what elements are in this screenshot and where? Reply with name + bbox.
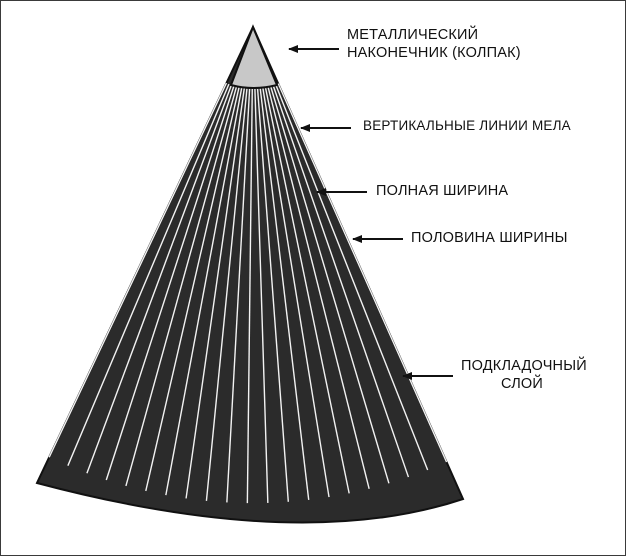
cap-label: МЕТАЛЛИЧЕСКИЙ НАКОНЕЧНИК (КОЛПАК) — [347, 26, 521, 62]
metal-cap — [229, 24, 279, 89]
chalk-line — [185, 88, 245, 499]
chalk-line — [272, 85, 410, 478]
chalk-line — [226, 88, 251, 503]
chalk-line — [267, 86, 370, 489]
chalk-line — [86, 84, 233, 474]
chalk-line — [67, 83, 230, 466]
chalk-line — [105, 85, 235, 481]
chalk-line — [48, 82, 228, 458]
half-width-label: ПОЛОВИНА ШИРИНЫ — [411, 230, 568, 246]
cap-label-line-2: НАКОНЕЧНИК (КОЛПАК) — [347, 45, 521, 61]
chalk-line — [277, 83, 448, 463]
chalk-line — [145, 87, 240, 492]
chalk-lines — [48, 82, 448, 504]
chalk-line — [264, 87, 350, 494]
full-width-label: ПОЛНАЯ ШИРИНА — [376, 183, 509, 199]
chalk-lines-label: ВЕРТИКАЛЬНЫЕ ЛИНИИ МЕЛА — [363, 118, 571, 133]
chalk-line — [165, 87, 243, 496]
underlayment-label: ПОДКЛАДОЧНЫЙ СЛОЙ — [461, 357, 587, 393]
chalk-line — [270, 86, 390, 484]
chalk-line — [262, 88, 330, 498]
chalk-line — [205, 88, 248, 501]
cap-label-line-1: МЕТАЛЛИЧЕСКИЙ — [347, 27, 479, 43]
chalk-line — [256, 88, 290, 502]
pointer-arrows — [288, 45, 453, 380]
underlayment-label-line-2: СЛОЙ — [501, 376, 544, 392]
underlayment-label-line-1: ПОДКЛАДОЧНЫЙ — [461, 358, 587, 374]
chalk-line — [259, 88, 310, 500]
chalk-line — [246, 88, 253, 504]
chalk-line — [125, 86, 238, 487]
chalk-line — [275, 84, 429, 471]
chalk-line — [254, 88, 269, 503]
